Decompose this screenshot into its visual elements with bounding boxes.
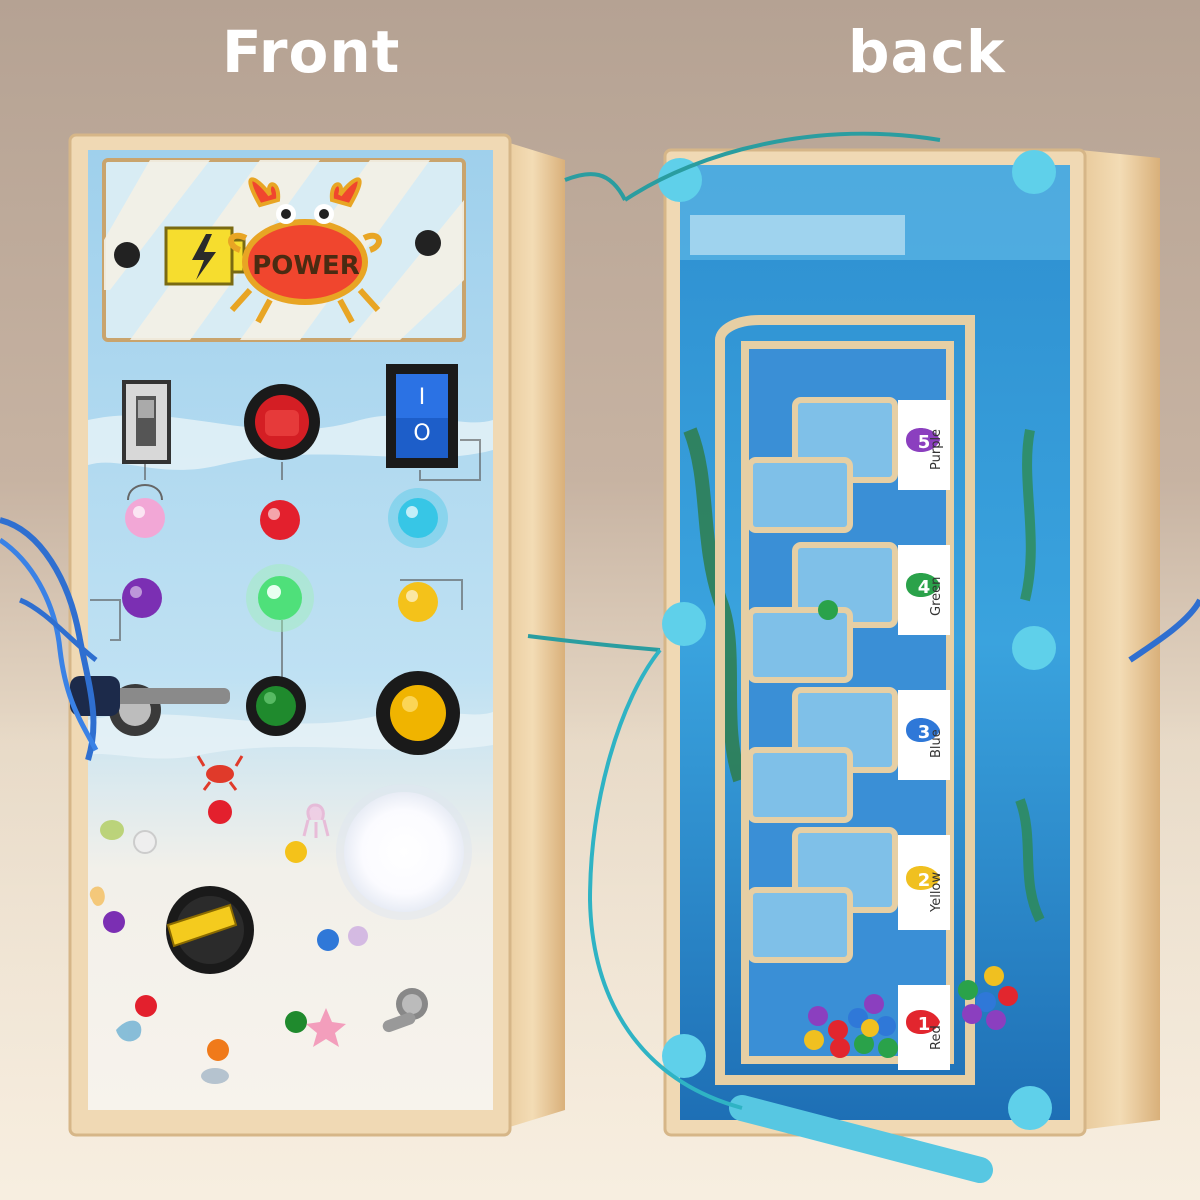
key-switch[interactable] — [70, 676, 230, 736]
slide-switch[interactable] — [122, 380, 171, 464]
power-label: POWER — [252, 251, 360, 281]
bulb-light-red — [260, 500, 300, 540]
top-slot — [690, 215, 905, 255]
led-red — [208, 800, 232, 824]
fish-icon — [906, 428, 940, 452]
yellow-push-button[interactable] — [376, 671, 460, 755]
slot-color-name: Purple — [929, 429, 944, 470]
fish-icon — [906, 573, 940, 597]
beads — [804, 600, 1018, 1058]
fish-icon — [906, 718, 940, 742]
led-white — [133, 830, 157, 854]
maze-track — [715, 315, 975, 1085]
maze-pockets — [747, 397, 898, 963]
back-board-side — [1080, 150, 1160, 1130]
corner-pegs — [658, 150, 1056, 1130]
front-board: POWER — [0, 133, 661, 1137]
back-board: 5 Purple 4 Green 3 Blue 2 Yellow 1 Red — [587, 131, 1200, 1183]
led-green — [285, 1011, 307, 1033]
white-press-light[interactable] — [336, 784, 472, 920]
slot-color-name: Red — [929, 1025, 944, 1050]
magnetic-pen[interactable] — [587, 648, 993, 1183]
bulb-light-yellow — [398, 582, 438, 622]
back-caption: back — [848, 18, 1006, 86]
slot-label-4: 4 Green — [898, 545, 950, 635]
screw-icon — [415, 230, 441, 256]
slot-label-2: 2 Yellow — [898, 835, 950, 930]
slot-color-name: Blue — [929, 729, 944, 758]
fish-icon — [906, 866, 940, 890]
string — [623, 131, 941, 202]
slot-number: 4 — [918, 577, 931, 598]
rocker-label-on: I — [419, 385, 426, 410]
led-red — [135, 995, 157, 1017]
power-plate: POWER — [102, 158, 466, 342]
blue-ribbon — [1128, 598, 1200, 663]
screw-icon — [114, 242, 140, 268]
slot-label-1: 1 Red — [898, 985, 950, 1070]
battery-icon — [164, 226, 246, 286]
small-crab-icon — [196, 755, 244, 791]
sea-doodles — [89, 803, 368, 1084]
circuit-lines — [90, 439, 481, 680]
led-purple — [103, 911, 125, 933]
led-blue — [317, 929, 339, 951]
string — [564, 172, 627, 201]
red-rocker-button[interactable] — [244, 384, 320, 460]
slot-color-name: Yellow — [929, 872, 944, 913]
bulb-light-pink — [125, 484, 165, 538]
blue-ribbon — [0, 517, 99, 761]
slot-label-3: 3 Blue — [898, 690, 950, 780]
led-orange — [207, 1039, 229, 1061]
green-push-button[interactable] — [246, 676, 306, 736]
bulb-light-purple — [122, 578, 162, 618]
slot-label-5: 5 Purple — [898, 400, 950, 490]
bulb-light-cyan — [388, 488, 448, 548]
rotary-knob[interactable] — [166, 886, 254, 974]
rocker-label-off: O — [413, 421, 430, 446]
toggle-switch[interactable] — [381, 988, 428, 1034]
blue-rocker-switch[interactable]: I O — [386, 364, 458, 468]
front-caption: Front — [222, 18, 401, 86]
string — [527, 634, 661, 652]
crab-icon — [228, 177, 382, 324]
slot-number: 5 — [918, 432, 931, 453]
led-yellow — [285, 841, 307, 863]
fish-icon — [906, 1010, 940, 1034]
slot-color-name: Green — [929, 577, 944, 616]
bulb-light-green — [246, 564, 314, 632]
slot-number: 2 — [918, 870, 931, 891]
slot-number: 3 — [918, 722, 931, 743]
slot-number: 1 — [918, 1014, 931, 1035]
